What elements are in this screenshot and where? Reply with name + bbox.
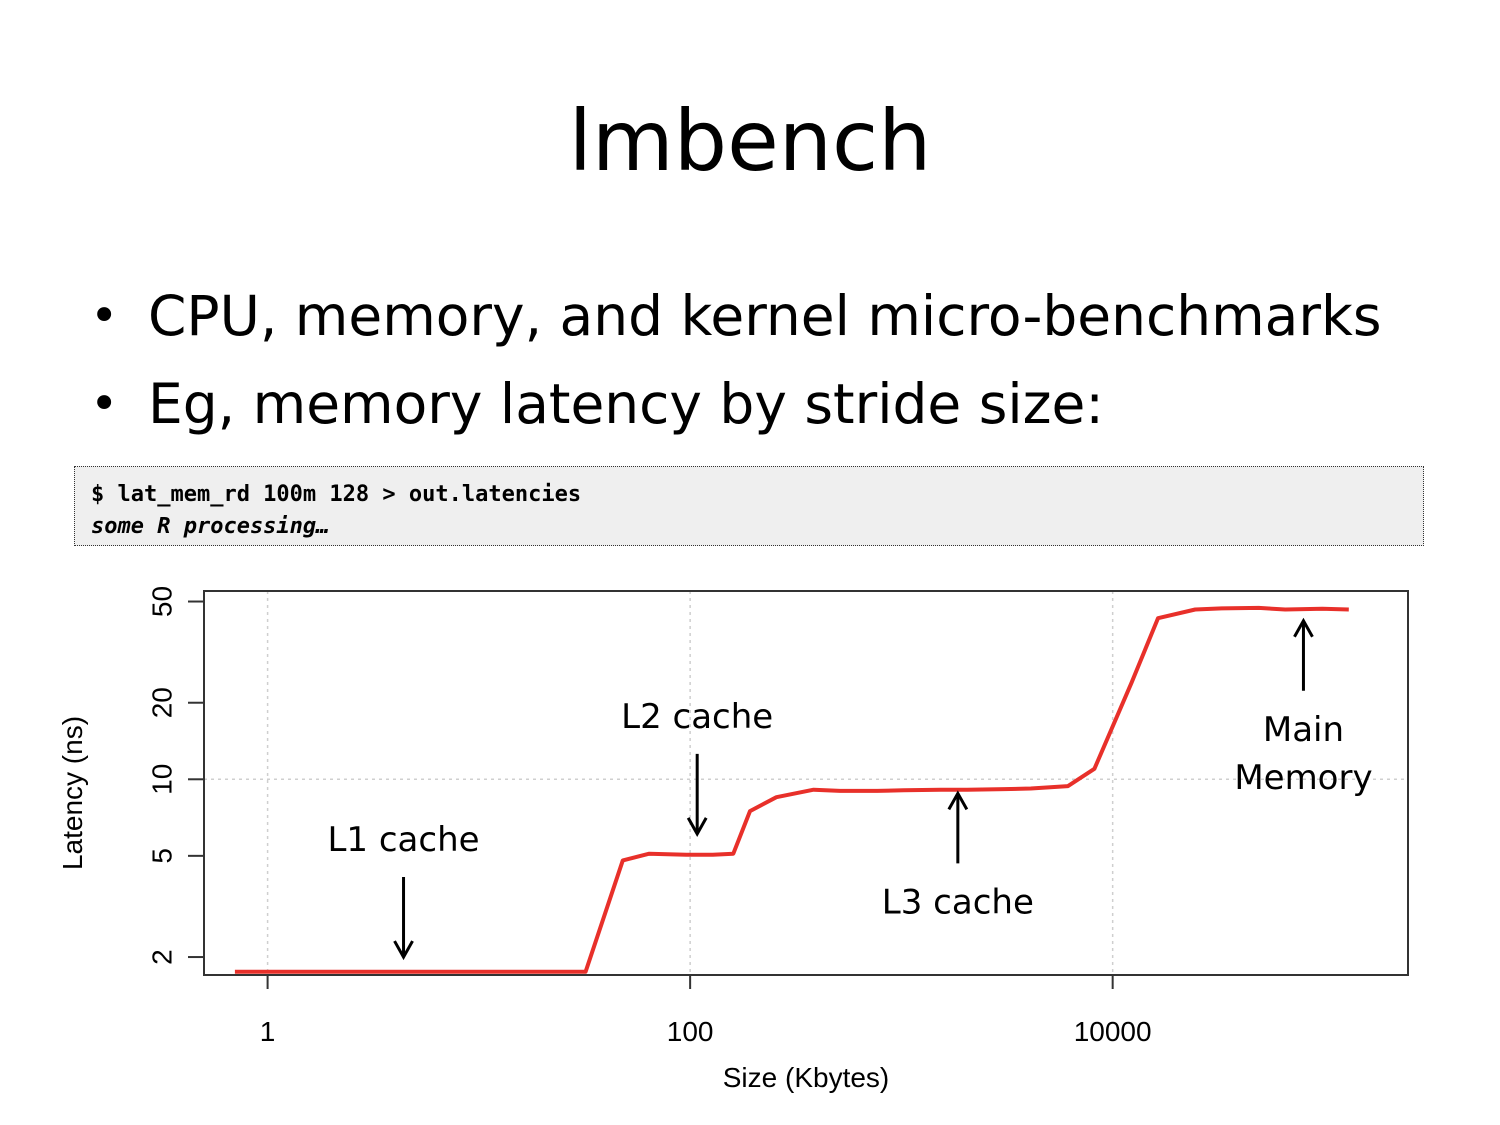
x-axis-label: Size (Kbytes) <box>723 1062 890 1093</box>
annotation-l3: L3 cache <box>882 790 1034 922</box>
x-tick-label: 1 <box>260 1016 276 1047</box>
bullet-dot: • <box>90 288 119 344</box>
annotation-label: Memory <box>1234 758 1372 798</box>
y-axis-label: Latency (ns) <box>57 716 88 870</box>
bullet-list: • CPU, memory, and kernel micro-benchmar… <box>80 272 1381 448</box>
y-tick-label: 20 <box>147 687 178 718</box>
annotation-label: Main <box>1263 710 1344 750</box>
arrow-up-icon <box>1293 617 1314 638</box>
annotation-label: L1 cache <box>327 820 479 860</box>
plot-frame <box>203 590 1409 976</box>
annotation-label: L3 cache <box>882 882 1034 922</box>
y-tick-label: 2 <box>147 949 178 965</box>
slide-title: lmbench <box>568 92 932 190</box>
code-block: $ lat_mem_rd 100m 128 > out.latencies so… <box>74 466 1424 546</box>
arrow-up-icon <box>947 790 969 811</box>
grid-lines <box>204 591 1408 975</box>
arrow-down-icon <box>393 940 414 961</box>
annotation-label: L2 cache <box>621 697 773 737</box>
bullet-text: Eg, memory latency by stride size: <box>148 372 1104 436</box>
code-line-command: $ lat_mem_rd 100m 128 > out.latencies <box>91 482 582 507</box>
y-tick-label: 5 <box>147 848 178 864</box>
code-line-comment: some R processing… <box>91 514 330 539</box>
x-tick-label: 10000 <box>1074 1016 1152 1047</box>
bullet-text: CPU, memory, and kernel micro-benchmarks <box>148 284 1382 348</box>
x-tick-label: 100 <box>667 1016 714 1047</box>
annotation-l1: L1 cache <box>327 820 480 961</box>
bullet-item: • CPU, memory, and kernel micro-benchmar… <box>80 272 1381 360</box>
bullet-dot: • <box>90 376 119 432</box>
arrow-down-icon <box>686 817 708 837</box>
y-tick-label: 50 <box>147 586 178 617</box>
latency-series-line <box>234 605 1349 974</box>
axis-ticks: 1 100 10000 2 5 10 20 50 <box>147 586 1152 1047</box>
bullet-item: • Eg, memory latency by stride size: <box>80 360 1381 448</box>
annotation-l2: L2 cache <box>621 697 773 837</box>
y-tick-label: 10 <box>147 764 178 795</box>
